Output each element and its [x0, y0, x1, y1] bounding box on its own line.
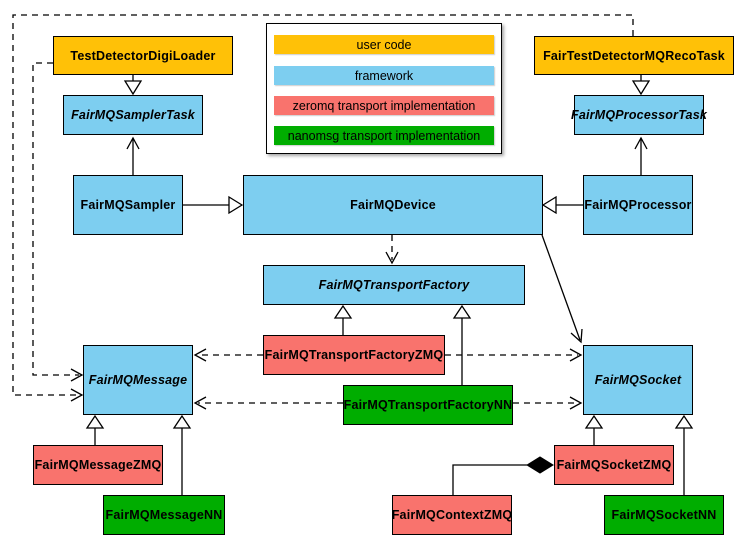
edge-inheritance-fairmqmessagenn-fairmqmessage — [172, 414, 192, 495]
legend-item-framework: framework — [274, 66, 494, 85]
node-fairmq-message-zmq: FairMQMessageZMQ — [33, 445, 163, 485]
edge-association-fairmqsampler-fairmqsamplertask — [126, 136, 140, 175]
node-fairmq-transport-factory-zmq: FairMQTransportFactoryZMQ — [263, 335, 445, 375]
edge-inheritance-fairmqtransportfactorynn-fairmqtransportfactory — [452, 304, 472, 385]
edge-inheritance-fairmqtransportfactoryzmq-fairmqtransportfactory — [333, 304, 353, 335]
edge-dependency-fairmqtransportfactoryzmq-fairmqmessage — [193, 348, 263, 362]
node-fair-test-detector-mq-reco-task: FairTestDetectorMQRecoTask — [534, 36, 734, 75]
node-fairmq-processor: FairMQProcessor — [583, 175, 693, 235]
edge-association-fairmqdevice-fairmqsocket — [541, 234, 583, 344]
edge-dependency-fairmqtransportfactoryzmq-fairmqsocket — [445, 348, 583, 362]
node-fairmq-transport-factory: FairMQTransportFactory — [263, 265, 525, 305]
node-fairmq-socket-zmq: FairMQSocketZMQ — [554, 445, 674, 485]
node-fairmq-device: FairMQDevice — [243, 175, 543, 235]
legend-item-user-code: user code — [274, 35, 494, 54]
edge-dependency-fairmqdevice-fairmqtransportfactory — [385, 235, 399, 265]
node-fairmq-sampler: FairMQSampler — [73, 175, 183, 235]
edge-inheritance-testdetectordigiloader-fairmqsamplertask — [123, 75, 143, 96]
node-fairmq-socket: FairMQSocket — [583, 345, 693, 415]
node-fairmq-transport-factory-nn: FairMQTransportFactoryNN — [343, 385, 513, 425]
edge-inheritance-fairmqprocessor-fairmqdevice — [541, 195, 583, 215]
edge-inheritance-fairmqsocketnn-fairmqsocket — [674, 414, 694, 495]
edge-dependency-testdetectordigiloader-fairmqmessage — [32, 62, 84, 382]
legend-item-zeromq: zeromq transport implementation — [274, 96, 494, 115]
edge-association-fairmqprocessor-fairmqprocessortask — [634, 136, 648, 175]
node-fairmq-context-zmq: FairMQContextZMQ — [392, 495, 512, 535]
node-fairmq-socket-nn: FairMQSocketNN — [604, 495, 724, 535]
node-fairmq-sampler-task: FairMQSamplerTask — [63, 95, 203, 135]
edge-dependency-fairmqtransportfactorynn-fairmqsocket — [513, 396, 583, 410]
edge-composition-fairmqcontextzmq-fairmqsocketzmq — [452, 456, 554, 495]
node-fairmq-message: FairMQMessage — [83, 345, 193, 415]
legend-item-nanomsg: nanomsg transport implementation — [274, 126, 494, 145]
node-fairmq-message-nn: FairMQMessageNN — [103, 495, 225, 535]
node-fairmq-processor-task: FairMQProcessorTask — [571, 95, 707, 135]
edge-dependency-fairtestdetectormqrecotask-fairmqmessage — [12, 14, 634, 402]
legend: user code framework zeromq transport imp… — [266, 23, 502, 154]
edge-dependency-fairmqtransportfactorynn-fairmqmessage — [193, 396, 343, 410]
node-test-detector-digi-loader: TestDetectorDigiLoader — [53, 36, 233, 75]
edge-inheritance-fairtestdetectormqrecotask-fairmqprocessortask — [631, 75, 651, 96]
edge-inheritance-fairmqsampler-fairmqdevice — [183, 195, 244, 215]
edge-inheritance-fairmqmessagezmq-fairmqmessage — [85, 414, 105, 445]
edge-inheritance-fairmqsocketzmq-fairmqsocket — [584, 414, 604, 445]
